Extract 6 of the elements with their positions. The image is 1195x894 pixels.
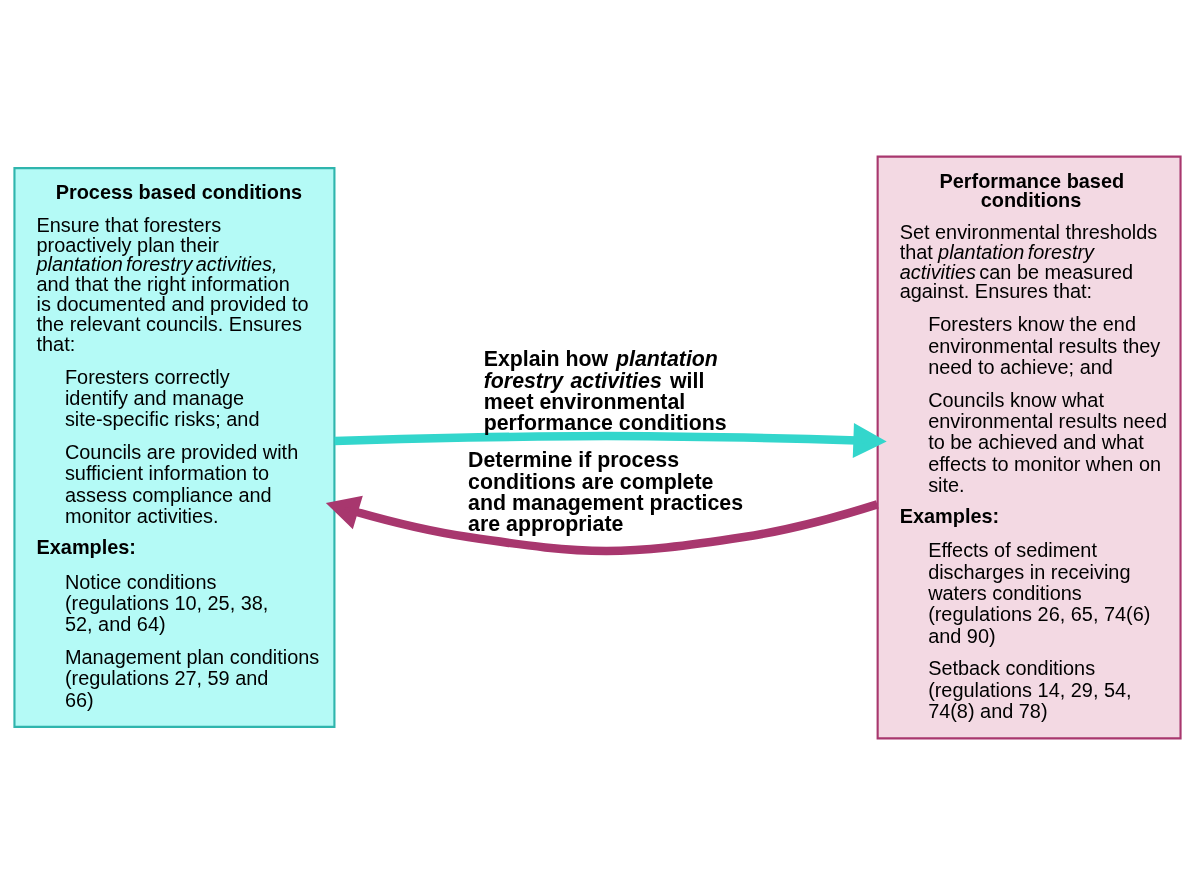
arrow — [334, 422, 887, 458]
node-box: Process based conditions Ensure that foresters proactively plan their plantation forestry activities, and that the right information is documented and provided to the relevant councils. Ensures that: Foresters correctly identify and manage site-specific risks; and Councils are provided with sufficient information to assess compliance and monitor activities. Examples: Notice conditions (regulations 10, 25, 38, 52, and 64) Management plan conditions (regulations 27, 59 and 66) — [13, 166, 336, 728]
edge-label: Determine if process conditions are complete and management practices are appropriate — [468, 447, 744, 536]
arrow — [325, 495, 879, 555]
edge-label: Explain how plantation forestry activities will meet environmental performance conditions — [483, 346, 727, 435]
node-box: Performance based conditions Set environmental thresholds that plantation forestry activities can be measured against. Ensures that: Foresters know the end environmental results they need to achieve; and Councils know what environmental results need to be achieved and what effects to monitor when on site. Examples: Effects of sediment discharges in receiving waters conditions (regulations 26, 65, 74(6) and 90) Setback conditions (regulations 14, 29, 54, 74(8) and 78) — [876, 155, 1182, 739]
